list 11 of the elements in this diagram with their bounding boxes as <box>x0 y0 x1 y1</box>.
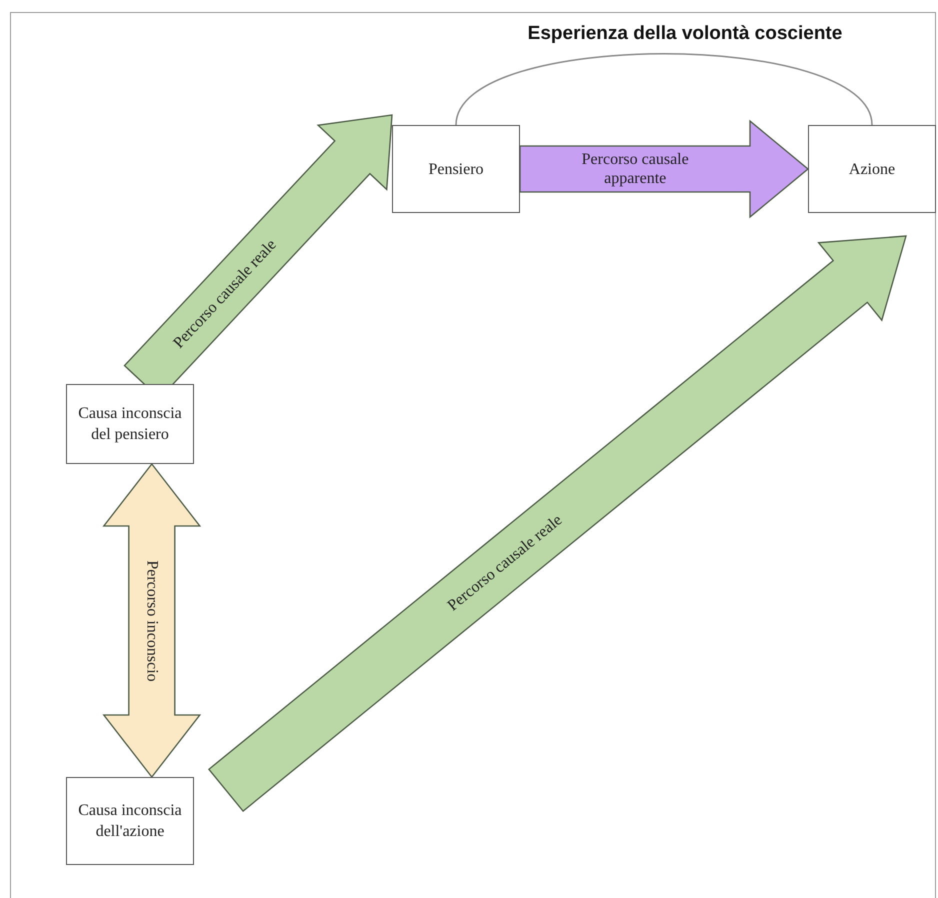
process-box: Pensiero <box>392 125 520 213</box>
connector-arc <box>455 53 873 126</box>
diagram-title: Esperienza della volontà cosciente <box>526 22 844 46</box>
edge-label: Percorso causale apparente <box>580 150 690 188</box>
block-arrow <box>102 462 202 778</box>
block-arrow <box>519 120 810 218</box>
process-box: Causa inconscia dell'azione <box>66 777 194 865</box>
block-arrow <box>208 235 907 812</box>
process-box: Azione <box>808 125 936 213</box>
process-box: Causa inconscia del pensiero <box>66 384 194 464</box>
edge-label: Percorso inconscio <box>142 558 162 684</box>
